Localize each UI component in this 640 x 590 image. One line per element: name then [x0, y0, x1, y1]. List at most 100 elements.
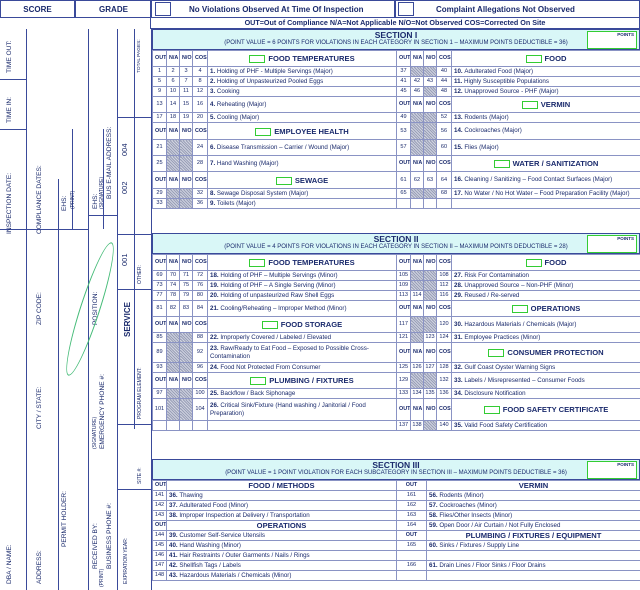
violation-checkbox-cell[interactable]: 42: [410, 76, 424, 87]
violation-checkbox-cell[interactable]: 16: [192, 96, 208, 113]
violation-checkbox-cell[interactable]: 11: [179, 86, 193, 97]
violation-checkbox-cell[interactable]: 123: [423, 332, 437, 343]
violation-checkbox-cell[interactable]: 145: [152, 540, 167, 551]
violation-checkbox-cell[interactable]: 124: [436, 332, 452, 343]
violation-checkbox-cell[interactable]: 13: [152, 96, 167, 113]
violation-checkbox-cell[interactable]: 129: [396, 372, 411, 389]
violation-checkbox-cell[interactable]: 44: [436, 76, 452, 87]
violation-checkbox-cell[interactable]: 100: [192, 388, 208, 399]
violation-checkbox-cell[interactable]: 133: [396, 388, 411, 399]
violation-checkbox-cell[interactable]: 148: [152, 570, 167, 581]
violation-checkbox-cell[interactable]: 132: [436, 372, 452, 389]
violation-checkbox-cell[interactable]: 114: [410, 290, 424, 301]
violation-checkbox-cell[interactable]: 68: [436, 188, 452, 199]
violation-checkbox-cell[interactable]: 40: [436, 66, 452, 77]
category-points-box[interactable]: [249, 259, 266, 267]
violation-checkbox-cell[interactable]: 89: [152, 342, 167, 363]
category-points-box[interactable]: [525, 55, 542, 63]
category-points-box[interactable]: [249, 55, 266, 63]
violation-checkbox-cell[interactable]: 3: [179, 66, 193, 77]
violation-checkbox-cell[interactable]: 116: [436, 290, 452, 301]
violation-checkbox-cell[interactable]: 6: [166, 76, 180, 87]
complaint-checkbox[interactable]: [398, 2, 414, 16]
category-points-box[interactable]: [483, 406, 500, 414]
violation-checkbox-cell[interactable]: 126: [410, 362, 424, 373]
violation-checkbox-cell[interactable]: 109: [396, 280, 411, 291]
violation-checkbox-cell[interactable]: 93: [152, 362, 167, 373]
violation-checkbox-cell[interactable]: 36: [192, 198, 208, 209]
violation-checkbox-cell[interactable]: 32: [192, 188, 208, 199]
category-points-box[interactable]: [275, 176, 292, 185]
violation-checkbox-cell[interactable]: 14: [166, 96, 180, 113]
violation-checkbox-cell[interactable]: 82: [166, 300, 180, 317]
violation-checkbox-cell[interactable]: 141: [152, 490, 167, 501]
violation-checkbox-cell[interactable]: 78: [166, 290, 180, 301]
violation-checkbox-cell[interactable]: 101: [152, 398, 167, 421]
violation-checkbox-cell[interactable]: 20: [192, 112, 208, 123]
violation-checkbox-cell[interactable]: 46: [410, 86, 424, 97]
violation-checkbox-cell[interactable]: 75: [179, 280, 193, 291]
violation-checkbox-cell[interactable]: 140: [436, 420, 452, 431]
violation-checkbox-cell[interactable]: 104: [192, 398, 208, 421]
violation-checkbox-cell[interactable]: 73: [152, 280, 167, 291]
violation-checkbox-cell[interactable]: 33: [152, 198, 167, 209]
violation-checkbox-cell[interactable]: 18: [166, 112, 180, 123]
violation-checkbox-cell[interactable]: 83: [179, 300, 193, 317]
violation-checkbox-cell[interactable]: 120: [436, 316, 452, 333]
category-points-box[interactable]: [521, 101, 538, 109]
violation-checkbox-cell[interactable]: 143: [152, 510, 167, 521]
violation-checkbox-cell[interactable]: 41: [396, 76, 411, 87]
violation-checkbox-cell[interactable]: 72: [192, 270, 208, 281]
violation-checkbox-cell[interactable]: 12: [192, 86, 208, 97]
violation-checkbox-cell[interactable]: 2: [166, 66, 180, 77]
violation-checkbox-cell[interactable]: 144: [152, 530, 167, 541]
violation-checkbox-cell[interactable]: 79: [179, 290, 193, 301]
violation-checkbox-cell[interactable]: 96: [192, 362, 208, 373]
category-points-box[interactable]: [250, 377, 267, 385]
violation-checkbox-cell[interactable]: 164: [396, 520, 427, 531]
violation-checkbox-cell[interactable]: 24: [192, 139, 208, 156]
violation-checkbox-cell[interactable]: 127: [423, 362, 437, 373]
violation-checkbox-cell[interactable]: 92: [192, 342, 208, 363]
violation-checkbox-cell[interactable]: 112: [436, 280, 452, 291]
violation-checkbox-cell[interactable]: 62: [410, 171, 424, 189]
violation-checkbox-cell[interactable]: 165: [396, 540, 427, 551]
violation-checkbox-cell[interactable]: 63: [423, 171, 437, 189]
violation-checkbox-cell[interactable]: 77: [152, 290, 167, 301]
violation-checkbox-cell[interactable]: 113: [396, 290, 411, 301]
violation-checkbox-cell[interactable]: 142: [152, 500, 167, 511]
violation-checkbox-cell[interactable]: 147: [152, 560, 167, 571]
category-points-box[interactable]: [511, 305, 528, 313]
violation-checkbox-cell[interactable]: 97: [152, 388, 167, 399]
violation-checkbox-cell[interactable]: 45: [396, 86, 411, 97]
violation-checkbox-cell[interactable]: 8: [192, 76, 208, 87]
violation-checkbox-cell[interactable]: 53: [396, 122, 411, 140]
violation-checkbox-cell[interactable]: 65: [396, 188, 411, 199]
violation-checkbox-cell[interactable]: 163: [396, 510, 427, 521]
violation-checkbox-cell[interactable]: 29: [152, 188, 167, 199]
violation-checkbox-cell[interactable]: 136: [436, 388, 452, 399]
violation-checkbox-cell[interactable]: 10: [166, 86, 180, 97]
violation-checkbox-cell[interactable]: 125: [396, 362, 411, 373]
violation-checkbox-cell[interactable]: 60: [436, 139, 452, 156]
violation-checkbox-cell[interactable]: 7: [179, 76, 193, 87]
violation-checkbox-cell[interactable]: 19: [179, 112, 193, 123]
category-points-box[interactable]: [525, 259, 542, 267]
violation-checkbox-cell[interactable]: 9: [152, 86, 167, 97]
violation-checkbox-cell[interactable]: 137: [396, 420, 411, 431]
category-points-box[interactable]: [261, 321, 278, 329]
violation-checkbox-cell[interactable]: 162: [396, 500, 427, 511]
violation-checkbox-cell[interactable]: 166: [396, 560, 427, 571]
section-1-points-box[interactable]: POINTS: [587, 31, 637, 49]
violation-checkbox-cell[interactable]: 48: [436, 86, 452, 97]
violation-checkbox-cell[interactable]: 4: [192, 66, 208, 77]
violation-checkbox-cell[interactable]: 25: [152, 155, 167, 172]
violation-checkbox-cell[interactable]: 74: [166, 280, 180, 291]
section-3-points-box[interactable]: POINTS: [587, 461, 637, 479]
violation-checkbox-cell[interactable]: 88: [192, 332, 208, 343]
violation-checkbox-cell[interactable]: 57: [396, 139, 411, 156]
violation-checkbox-cell[interactable]: 17: [152, 112, 167, 123]
section-2-points-box[interactable]: POINTS: [587, 235, 637, 253]
category-points-box[interactable]: [255, 127, 272, 136]
violation-checkbox-cell[interactable]: 49: [396, 112, 411, 123]
